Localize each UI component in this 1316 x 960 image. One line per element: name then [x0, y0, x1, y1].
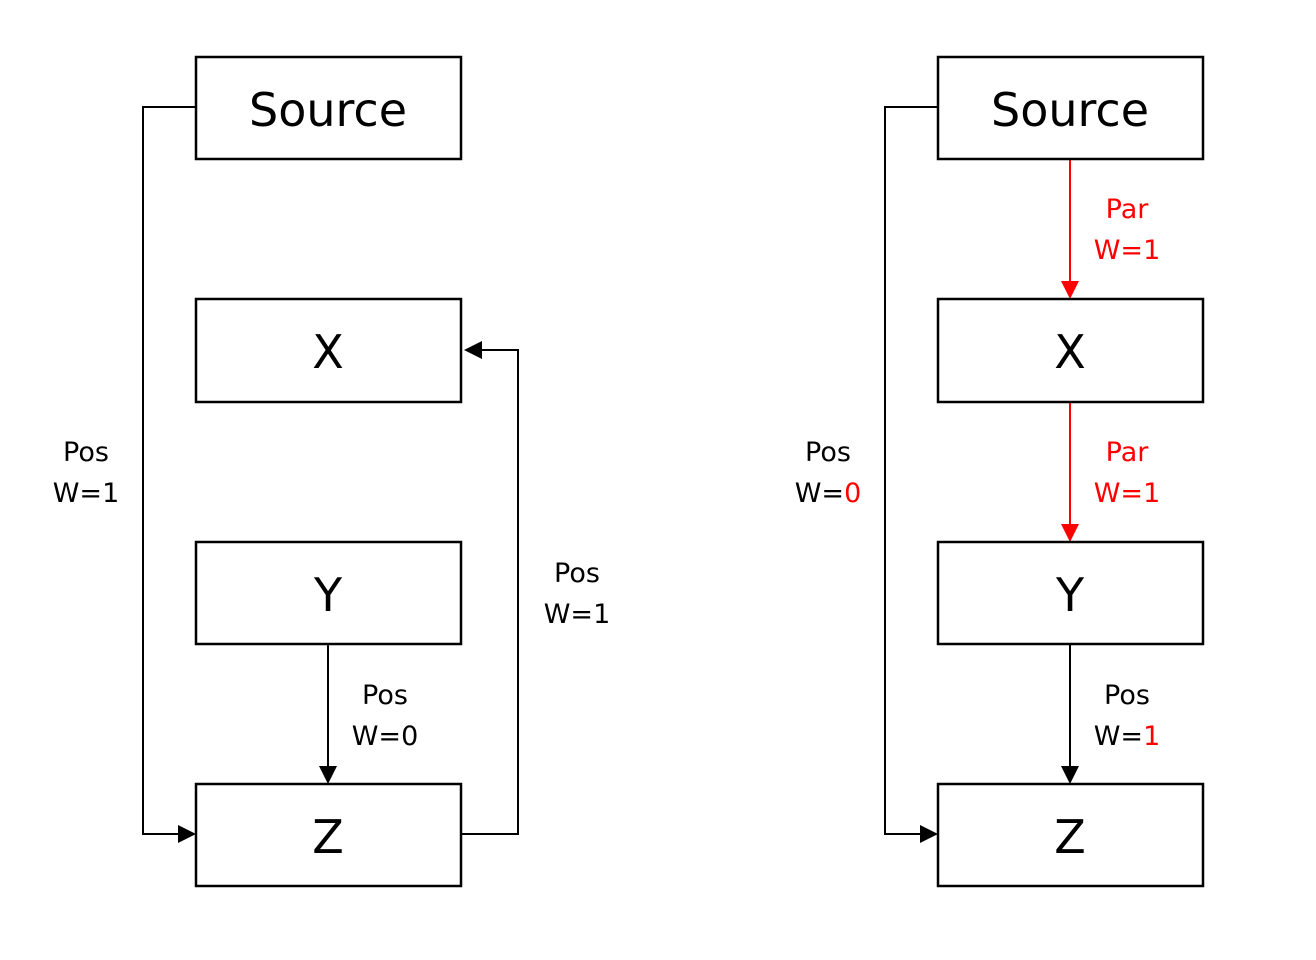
edge-type-label: Par	[1106, 437, 1150, 468]
left-label-z-to-x: Pos W=1	[544, 558, 611, 630]
right-edge-source-to-x-arrowhead	[1061, 281, 1079, 299]
edge-weight-label: W=1	[1094, 721, 1161, 752]
edge-weight-value-highlight: 1	[1143, 721, 1160, 752]
edge-type-label: Pos	[805, 437, 851, 468]
edge-type-label: Par	[1106, 194, 1150, 225]
left-edge-source-to-z	[142, 106, 196, 835]
right-node-x-label: X	[1054, 325, 1086, 379]
left-node-source: Source	[194, 55, 463, 161]
right-label-y-to-z: Pos W=1	[1094, 680, 1161, 752]
left-node-y: Y	[194, 540, 463, 646]
left-edge-y-to-z-arrowhead	[319, 766, 337, 784]
edge-weight-value-highlight: 0	[844, 478, 861, 509]
left-label-y-to-z: Pos W=0	[352, 680, 419, 752]
left-node-x: X	[194, 297, 463, 404]
left-edge-source-to-z-arrowhead	[178, 825, 196, 843]
right-diagram: Source X Y Z Pos W=0 Par W=1 Par W=1 Pos	[795, 55, 1205, 888]
edge-weight-label: W=1	[1094, 478, 1161, 509]
edge-weight-label: W=1	[544, 599, 611, 630]
right-node-z-label: Z	[1054, 810, 1086, 864]
right-node-source-label: Source	[991, 83, 1149, 137]
left-node-z: Z	[194, 782, 463, 888]
edge-weight-label: W=1	[1094, 235, 1161, 266]
right-edge-source-to-z-arrowhead	[920, 825, 938, 843]
right-node-x: X	[936, 297, 1205, 404]
left-edge-z-to-x-arrowhead	[464, 341, 482, 359]
edge-type-label: Pos	[1104, 680, 1150, 711]
edge-weight-label: W=0	[795, 478, 862, 509]
left-label-source-to-z: Pos W=1	[53, 437, 120, 509]
edge-type-label: Pos	[554, 558, 600, 589]
left-node-z-label: Z	[312, 810, 344, 864]
left-node-x-label: X	[312, 325, 344, 379]
right-edge-x-to-y-arrowhead	[1061, 524, 1079, 542]
right-edge-source-to-z	[884, 106, 938, 835]
right-node-y-label: Y	[1055, 568, 1085, 622]
right-node-source: Source	[936, 55, 1205, 161]
left-diagram: Source X Y Z Pos W=1 Pos W=0 Pos W=1	[53, 55, 611, 888]
right-node-z: Z	[936, 782, 1205, 888]
edge-type-label: Pos	[362, 680, 408, 711]
right-node-y: Y	[936, 540, 1205, 646]
edge-type-label: Pos	[63, 437, 109, 468]
left-node-y-label: Y	[313, 568, 343, 622]
right-label-source-to-z: Pos W=0	[795, 437, 862, 509]
right-label-x-to-y: Par W=1	[1094, 437, 1161, 509]
edge-weight-label: W=1	[53, 478, 120, 509]
right-label-source-to-x: Par W=1	[1094, 194, 1161, 266]
edge-weight-label: W=0	[352, 721, 419, 752]
right-edge-y-to-z-arrowhead	[1061, 766, 1079, 784]
left-node-source-label: Source	[249, 83, 407, 137]
left-edge-z-to-x	[462, 349, 519, 835]
